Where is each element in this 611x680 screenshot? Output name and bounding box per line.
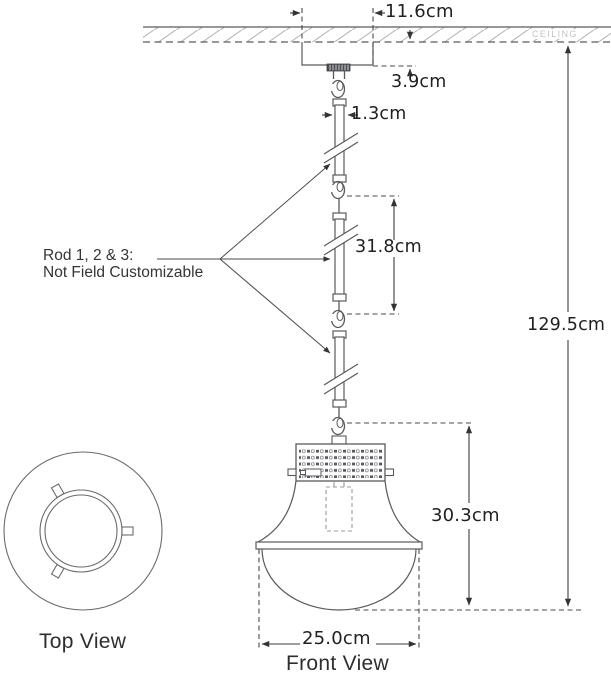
- ceiling-hatch: [143, 27, 611, 42]
- dim-shade-diameter: 25.0cm: [302, 628, 371, 649]
- bulb-socket: [325, 481, 353, 532]
- canopy-knob: [326, 63, 351, 72]
- front-view-label: Front View: [286, 652, 389, 675]
- rod-2: [332, 212, 347, 302]
- rod-note: Rod 1, 2 & 3: Not Field Customizable: [43, 247, 203, 281]
- hook-link-2: [329, 301, 346, 329]
- cap-left-tab: [287, 468, 297, 477]
- canopy: [301, 43, 374, 66]
- ceiling-label: CEILING: [529, 29, 581, 39]
- hook-link-1: [329, 180, 346, 213]
- dim-rod-diameter: 1.3cm: [351, 104, 407, 124]
- ceiling-band: [143, 26, 611, 43]
- dim-rod-segment: 31.8cm: [355, 237, 422, 257]
- top-view-drawing: [3, 451, 163, 611]
- shade-bell: [255, 480, 423, 550]
- dim-canopy-drop: 3.9cm: [391, 72, 447, 92]
- dim-overall-height: 129.5cm: [527, 315, 606, 335]
- top-view-label: Top View: [39, 630, 127, 653]
- break-mark-3: [323, 363, 359, 395]
- rod-note-line1: Rod 1, 2 & 3:: [43, 247, 134, 264]
- rod-1: [332, 98, 347, 183]
- dim-shade-height: 30.3cm: [431, 505, 500, 526]
- extension-lines: [258, 8, 581, 648]
- canopy-hook: [329, 71, 346, 99]
- top-view-tab-upper-left: [50, 483, 65, 499]
- rod-note-line2: Not Field Customizable: [43, 264, 204, 281]
- dimension-lines: [261, 9, 572, 648]
- rod-note-leaders: [157, 163, 331, 354]
- cap-right-tab: [384, 468, 395, 477]
- hook-link-3: [329, 407, 347, 445]
- dim-canopy-width: 11.6cm: [385, 1, 454, 22]
- rod-3: [332, 330, 347, 408]
- top-view-tab-right: [121, 526, 134, 536]
- top-view-tab-lower-left: [50, 563, 65, 579]
- shade-cap: [287, 443, 395, 482]
- shade-dome: [261, 548, 417, 611]
- break-mark-1: [323, 132, 359, 164]
- break-mark-2: [323, 224, 359, 256]
